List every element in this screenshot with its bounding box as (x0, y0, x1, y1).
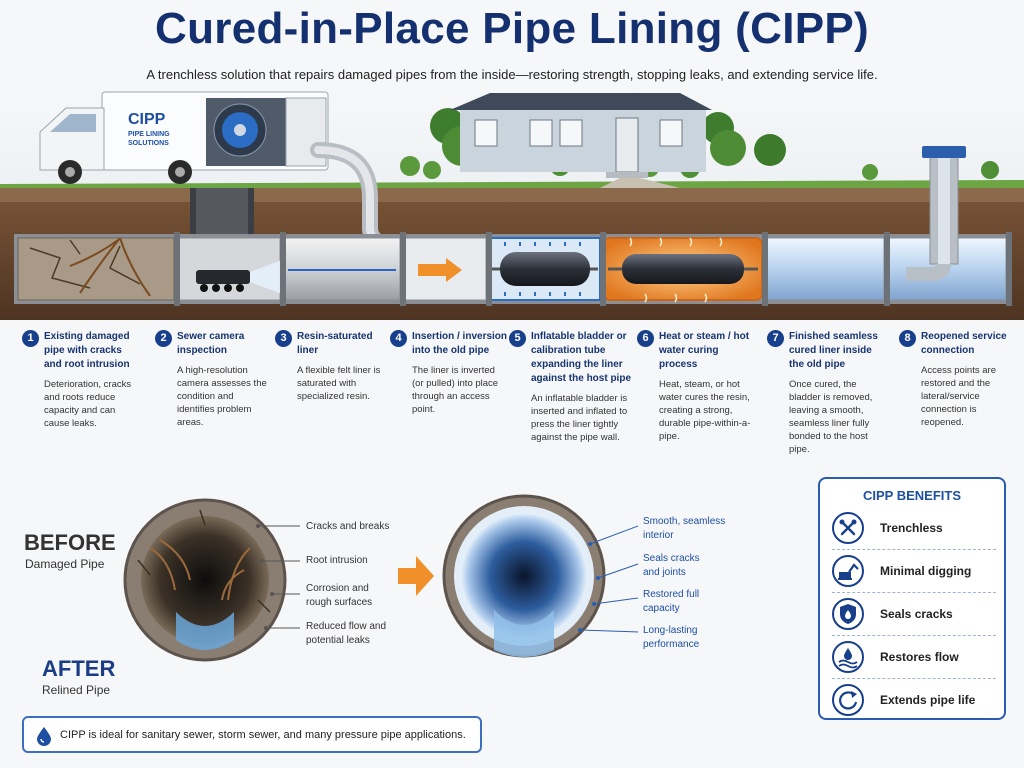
truck-brand: CIPP (128, 111, 166, 128)
step-title: Reopened service connection (921, 331, 1007, 356)
after-label-capacity: Restored full capacity (643, 589, 700, 614)
step-number-badge: 1 (22, 330, 39, 347)
divider (832, 635, 996, 636)
benefit-seals-cracks: Seals cracks (832, 595, 996, 637)
step-title: Existing damaged pipe with cracks and ro… (44, 331, 130, 370)
step-description: Deterioration, cracks and roots reduce c… (44, 379, 132, 429)
benefit-label: Minimal digging (880, 564, 972, 578)
step-5: 5 Inflatable bladder or calibration tube… (509, 330, 631, 444)
step-title: Finished seamless cured liner inside the… (789, 331, 878, 370)
step-description: A flexible felt liner is saturated with … (297, 365, 381, 402)
step-7: 7 Finished seamless cured liner inside t… (767, 330, 885, 456)
truck-tagline-2: SOLUTIONS (128, 140, 169, 147)
step-6: 6 Heat or steam / hot water curing proce… (637, 330, 755, 443)
shield-drop-icon (832, 598, 864, 630)
damaged-pipe-illustration (123, 498, 287, 662)
step-title: Resin-saturated liner (297, 331, 373, 356)
benefit-label: Restores flow (880, 650, 959, 664)
after-subheading: Relined Pipe (42, 683, 111, 697)
divider (832, 592, 996, 593)
benefit-minimal-digging: Minimal digging (832, 552, 996, 594)
after-label-smooth: Smooth, seamless interior (643, 516, 726, 541)
excavator-icon (832, 555, 864, 587)
step-3: 3 Resin-saturated liner A flexible felt … (275, 330, 393, 403)
benefit-restores-flow: Restores flow (832, 638, 996, 680)
cross-section-scene: CIPP PIPE LINING SOLUTIONS (0, 88, 1024, 320)
step-description: Once cured, the bladder is removed, leav… (789, 379, 873, 455)
step-description: A high-resolution camera assesses the co… (177, 365, 267, 428)
before-subheading: Damaged Pipe (25, 557, 105, 571)
step-8: 8 Reopened service connection Access poi… (899, 330, 1017, 429)
water-flow-icon (832, 641, 864, 673)
step-number-badge: 4 (390, 330, 407, 347)
step-1: 1 Existing damaged pipe with cracks and … (22, 330, 140, 430)
after-label-long-lasting: Long-lasting performance (643, 625, 700, 650)
step-description: An inflatable bladder is inserted and in… (531, 393, 628, 443)
trees (400, 108, 999, 180)
step-number-badge: 8 (899, 330, 916, 347)
tools-icon (832, 512, 864, 544)
divider (832, 549, 996, 550)
step-title: Heat or steam / hot water curing process (659, 331, 750, 370)
step-number-badge: 2 (155, 330, 172, 347)
step-number-badge: 3 (275, 330, 292, 347)
house (450, 93, 712, 188)
step-number-badge: 6 (637, 330, 654, 347)
truck-tagline-1: PIPE LINING (128, 131, 170, 138)
before-label-corrosion: Corrosion and rough surfaces (306, 583, 373, 608)
water-drop-icon (37, 727, 51, 746)
benefits-panel: CIPP BENEFITS Trenchless Minimal digging… (818, 477, 1006, 720)
step-title: Inflatable bladder or calibration tube e… (531, 331, 632, 384)
step-number-badge: 5 (509, 330, 526, 347)
page-title: Cured-in-Place Pipe Lining (CIPP) (155, 4, 869, 53)
step-description: Heat, steam, or hot water cures the resi… (659, 379, 751, 442)
before-label-roots: Root intrusion (306, 555, 368, 566)
page-subtitle: A trenchless solution that repairs damag… (146, 67, 878, 82)
applications-note-text: CIPP is ideal for sanitary sewer, storm … (60, 729, 466, 741)
benefit-label: Seals cracks (880, 607, 953, 621)
relined-pipe-illustration (442, 494, 606, 658)
benefit-trenchless: Trenchless (832, 509, 996, 551)
step-title: Insertion / inversion into the old pipe (412, 331, 508, 356)
step-description: Access points are restored and the later… (921, 365, 996, 428)
cycle-arrow-icon (832, 684, 864, 716)
before-label-flow: Reduced flow and potential leaks (306, 621, 387, 646)
benefit-extends-life: Extends pipe life (832, 681, 996, 723)
benefit-label: Extends pipe life (880, 693, 976, 707)
step-number-badge: 7 (767, 330, 784, 347)
divider (832, 678, 996, 679)
benefits-title: CIPP BENEFITS (862, 488, 961, 503)
benefit-label: Trenchless (880, 521, 943, 535)
applications-note: CIPP is ideal for sanitary sewer, storm … (22, 716, 482, 753)
step-title: Sewer camera inspection (177, 331, 245, 356)
cipp-truck: CIPP PIPE LINING SOLUTIONS (39, 91, 329, 184)
after-label-seals: Seals cracks and joints (643, 553, 700, 578)
step-2: 2 Sewer camera inspection A high-resolut… (155, 330, 273, 429)
before-heading: BEFORE (24, 530, 116, 555)
after-heading: AFTER (42, 656, 116, 681)
step-4: 4 Insertion / inversion into the old pip… (390, 330, 508, 416)
before-label-cracks: Cracks and breaks (306, 521, 390, 532)
step-description: The liner is inverted (or pulled) into p… (412, 365, 499, 415)
